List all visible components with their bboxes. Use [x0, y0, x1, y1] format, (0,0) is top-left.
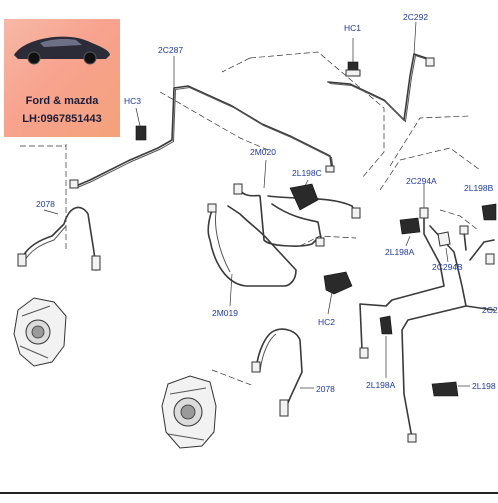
- label-2078-bottom: 2078: [316, 384, 335, 394]
- bottom-divider: [0, 492, 498, 494]
- label-2c2: 2C2: [482, 305, 498, 315]
- bracket-2l198a-bottom: [379, 315, 393, 378]
- label-2l198a-mid: 2L198A: [385, 247, 415, 257]
- bracket-2l198c: [289, 179, 319, 211]
- hose-end-fitting: [91, 255, 101, 271]
- label-2l198a-bottom: 2L198A: [366, 380, 396, 390]
- brake-caliper-bottom: [161, 375, 217, 449]
- brake-pipe-2c287: [69, 85, 335, 189]
- brake-pipe-2c294b: [459, 225, 495, 311]
- hose-end-fitting: [251, 361, 261, 373]
- pipe-fitting: [325, 165, 335, 173]
- label-2l198b: 2L198B: [464, 183, 494, 193]
- pipe-fitting: [419, 207, 429, 219]
- brand-watermark: Ford & mazda LH:0967851443: [4, 19, 120, 137]
- brake-pipe-2c292: [327, 53, 435, 123]
- brake-hose-2078-bottom: [251, 328, 314, 417]
- label-2c294a: 2C294A: [406, 176, 437, 186]
- brake-hose-2m019: [207, 203, 297, 307]
- pipe-fitting: [407, 433, 417, 443]
- hc2-clip: [323, 271, 353, 315]
- bracket-2l198a-mid: [399, 217, 421, 247]
- label-hc3: HC3: [124, 96, 141, 106]
- brake-pipe-2c294a: [359, 184, 467, 443]
- bracket-2l198b: [481, 203, 497, 221]
- label-2c294b: 2C294B: [432, 262, 463, 272]
- pipe-fitting: [359, 347, 369, 359]
- brake-hose-2m020: [233, 159, 361, 247]
- hose-end-fitting: [279, 399, 289, 417]
- hc3-clip: [135, 107, 147, 141]
- label-2l198c: 2L198C: [292, 168, 322, 178]
- hose-end-fitting: [17, 253, 27, 267]
- leader-2c292: [413, 21, 417, 55]
- bracket-2l198-bottom-right: [431, 381, 470, 397]
- sports-car-logo-icon: [14, 36, 110, 65]
- hose-end-fitting: [315, 237, 325, 247]
- part-labels: HC1 2C292 2C287 HC3 2M020 2L198C 2C294A …: [36, 12, 498, 394]
- hose-end-fitting: [233, 183, 243, 195]
- label-hc2: HC2: [318, 317, 335, 327]
- hose-end-fitting: [207, 203, 217, 213]
- label-2c292: 2C292: [403, 12, 428, 22]
- brand-phone: LH:0967851443: [22, 113, 102, 125]
- hc1-clip: [345, 38, 361, 77]
- brake-caliper-top: [13, 297, 67, 367]
- label-2m020: 2M020: [250, 147, 276, 157]
- label-2c287: 2C287: [158, 45, 183, 55]
- pipe-fitting: [69, 179, 79, 189]
- hose-end-fitting: [351, 207, 361, 219]
- label-2l198: 2L198: [472, 381, 496, 391]
- pipe-fitting: [425, 57, 435, 67]
- label-2m019: 2M019: [212, 308, 238, 318]
- bracket-2c294b-part: [437, 231, 451, 263]
- pipe-fitting: [459, 225, 469, 235]
- brake-hose-2078-top: [17, 206, 101, 271]
- label-hc1: HC1: [344, 23, 361, 33]
- pipe-fitting: [485, 253, 495, 265]
- brand-name: Ford & mazda: [25, 95, 99, 107]
- label-2078-top: 2078: [36, 199, 55, 209]
